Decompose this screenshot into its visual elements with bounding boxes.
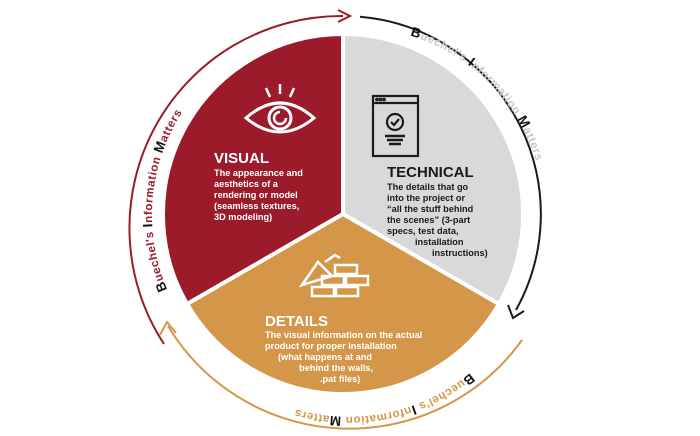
desc-line: The visual information on the actual: [265, 330, 422, 340]
segment-desc-visual: The appearance and aesthetics of a rende…: [214, 168, 303, 222]
desc-line: (what happens at and: [278, 352, 372, 362]
segment-title-technical: TECHNICAL: [387, 164, 474, 181]
segment-technical: [341, 31, 525, 307]
desc-line: the scenes” (3-part: [387, 215, 470, 225]
arrow-head-details: [159, 320, 177, 336]
desc-line: 3D modeling): [214, 212, 272, 222]
desc-line: instructions): [432, 248, 488, 258]
ring-arc-technical: [359, 15, 542, 311]
desc-line: “all the stuff behind: [387, 204, 473, 214]
desc-line: behind the walls,: [299, 363, 373, 373]
segment-desc-details: The visual information on the actual pro…: [265, 330, 422, 384]
desc-line: into the project or: [387, 193, 466, 203]
arrow-head-visual: [337, 9, 353, 23]
desc-line: (seamless textures,: [214, 201, 299, 211]
segment-title-details: DETAILS: [265, 313, 328, 330]
monitor-check-icon: [371, 94, 420, 158]
segment-details: [184, 211, 502, 397]
segment-visual: [161, 31, 345, 307]
ring-arc-visual: [128, 14, 344, 345]
segment-title-visual: VISUAL: [214, 150, 269, 167]
desc-line: The appearance and: [214, 168, 303, 178]
arrow-head-technical: [507, 304, 525, 320]
desc-line: installation: [415, 237, 464, 247]
desc-line: The details that go: [387, 182, 469, 192]
trowel-bricks-icon: [298, 253, 370, 298]
ring-arc-details: [167, 325, 523, 430]
desc-line: rendering or model: [214, 190, 298, 200]
desc-line: specs, test data,: [387, 226, 459, 236]
desc-line: .pat files): [320, 374, 360, 384]
desc-line: product for proper installation: [265, 341, 397, 351]
desc-line: aesthetics of a: [214, 179, 279, 189]
eye-icon: [243, 84, 317, 134]
segment-desc-technical: The details that go into the project or …: [387, 182, 488, 258]
